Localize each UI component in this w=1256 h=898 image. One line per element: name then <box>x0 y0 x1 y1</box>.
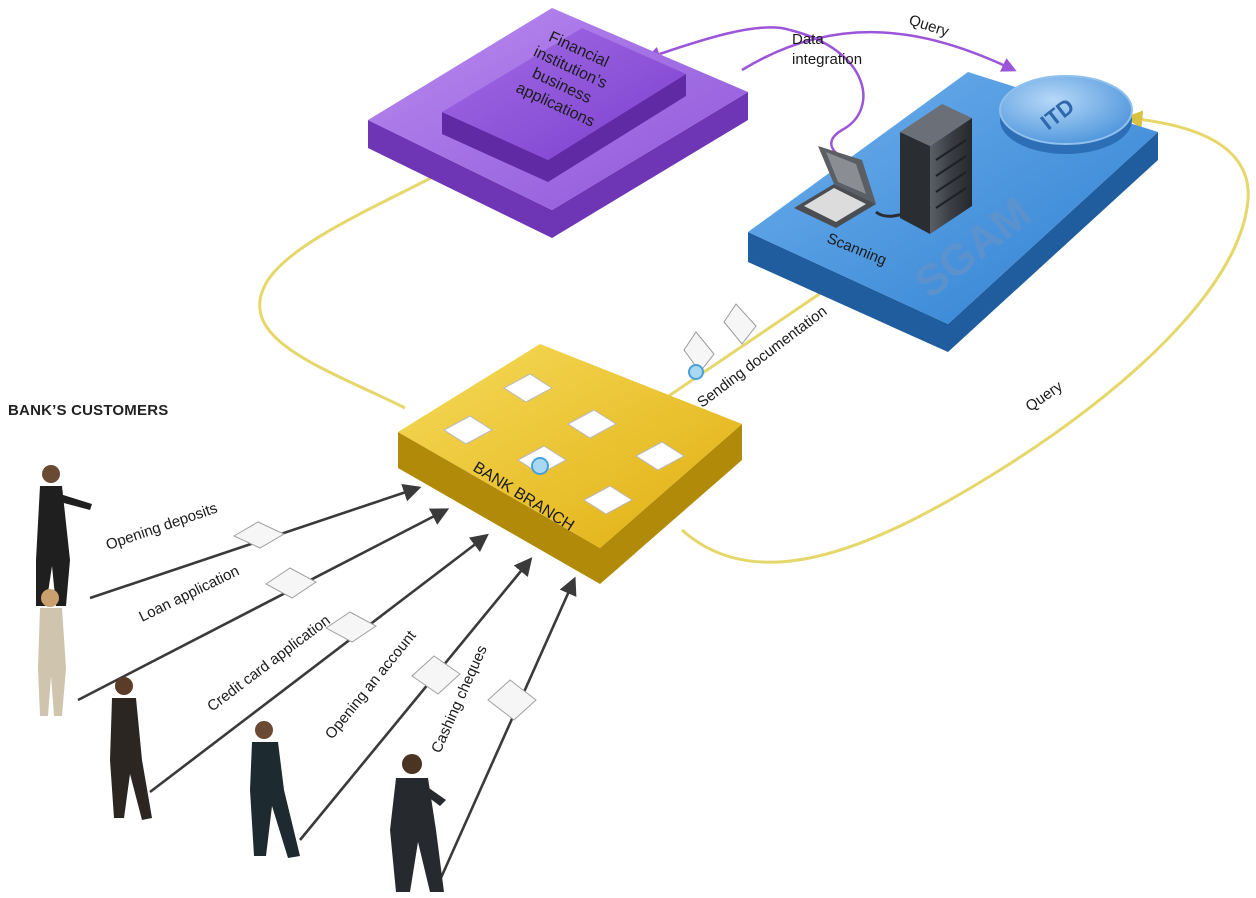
flow-query-top <box>741 30 1017 72</box>
label-credit-card-application: Credit card application <box>204 612 333 715</box>
customer-figure-1 <box>36 465 92 606</box>
flow-branch-to-business-apps <box>258 144 492 410</box>
branch-documents <box>443 373 685 515</box>
query-right-label: Query <box>1023 378 1067 416</box>
label-opening-deposits: Opening deposits <box>104 500 220 554</box>
flow-query-right <box>680 110 1250 564</box>
business-apps-platform: Financial institution’s business applica… <box>368 8 748 238</box>
arrow-opening-an-account <box>298 557 533 841</box>
arrow-cashing-cheques <box>438 576 577 881</box>
business-apps-inner-block-top <box>442 28 686 160</box>
sgam-platform: SGAM ITD Scanning <box>748 72 1158 352</box>
connectors <box>258 26 1250 564</box>
arrow-credit-card-application <box>149 533 489 794</box>
scanner-icon <box>794 146 931 228</box>
document-icon <box>325 611 377 643</box>
flow-sending-documentation <box>647 277 843 412</box>
business-apps-inner-block-side <box>442 74 686 182</box>
itd-query-disc <box>999 75 1133 145</box>
sgam-platform-side <box>748 132 1158 352</box>
customer-figure-3 <box>110 677 152 820</box>
document-icon <box>635 441 685 471</box>
document-icon <box>503 373 553 403</box>
customer-documents <box>232 521 537 721</box>
sending-documentation-label: Sending documentation <box>694 303 830 411</box>
document-icon <box>567 409 617 439</box>
customer-arrows <box>77 484 577 881</box>
data-integration-label: Data integration <box>792 31 862 68</box>
label-loan-application: Loan application <box>136 562 242 625</box>
document-icon <box>487 679 537 721</box>
bank-branch-platform-top <box>398 344 742 548</box>
bank-branch-platform-side <box>398 424 742 584</box>
document-icon <box>443 415 493 445</box>
flow-data-integration-to-apps <box>645 26 791 62</box>
branch-badge-icon <box>531 457 549 475</box>
transit-badge-icon <box>688 364 704 380</box>
document-icon <box>265 567 317 599</box>
customer-figure-2 <box>38 589 66 716</box>
bank-branch-platform: BANK BRANCH <box>398 344 742 584</box>
document-icon <box>723 303 757 345</box>
arrow-loan-application <box>77 508 450 702</box>
label-opening-an-account: Opening an account <box>322 627 420 743</box>
customer-figure-4 <box>250 721 300 858</box>
customer-figure-5 <box>390 754 446 892</box>
business-apps-platform-side <box>368 92 748 238</box>
customers-heading: BANK’S CUSTOMERS <box>8 402 168 419</box>
document-icon <box>583 485 633 515</box>
document-icon <box>232 521 286 549</box>
document-icon <box>411 655 461 695</box>
